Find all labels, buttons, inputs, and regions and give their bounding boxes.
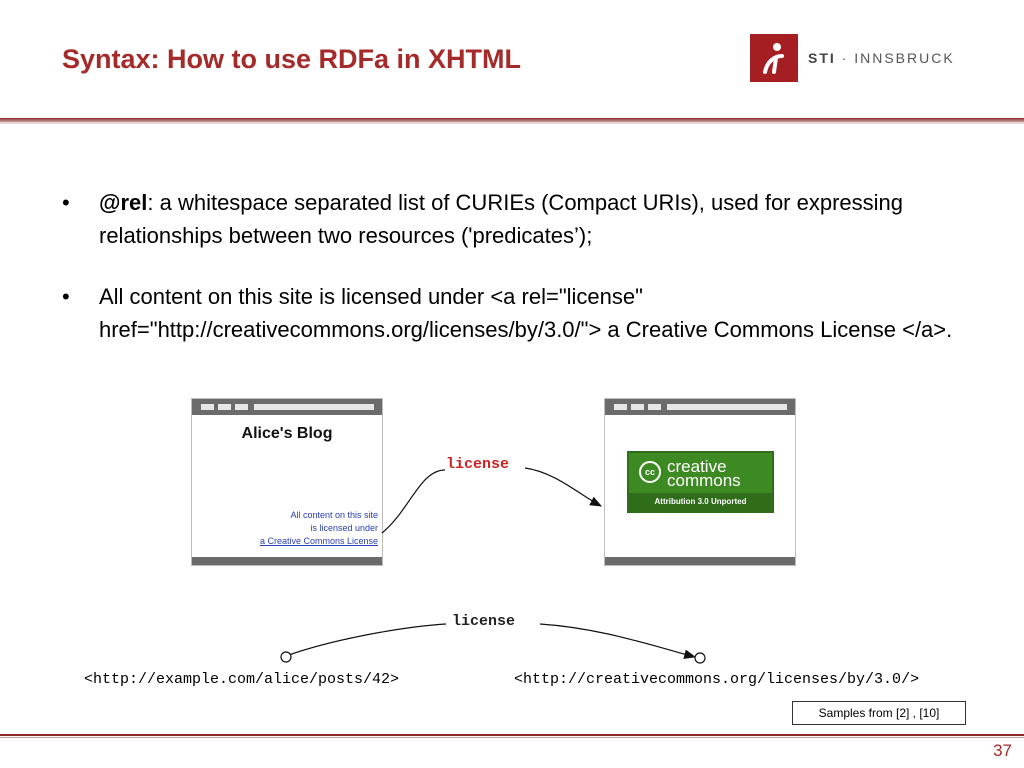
window-title-bar [605,399,795,415]
logo-name: INNSBRUCK [854,50,955,66]
window-button-icon [218,404,231,410]
creative-commons-badge: cc creative commons Attribution 3.0 Unpo… [627,451,774,513]
window-button-icon [648,404,661,410]
footer-divider [0,734,1024,736]
license-label-top: license [446,456,510,473]
sti-innsbruck-logo: STI · INNSBRUCK [750,34,955,82]
blog-note-line: is licensed under [310,523,378,533]
bullet-marker: • [62,190,70,215]
blog-to-license-curve [381,469,446,534]
blog-title: Alice's Blog [241,425,333,442]
window-button-icon [235,404,248,410]
license-to-cc-arrow [524,467,603,507]
label-to-object-arrow [539,623,697,659]
object-node-icon [694,652,706,664]
cc-browser-window: cc creative commons Attribution 3.0 Unpo… [604,398,796,566]
window-button-icon [201,404,214,410]
cc-word-creative: creative [667,457,727,476]
subject-node-icon [280,651,292,663]
address-bar [667,404,787,410]
footer-divider-light [0,737,1024,738]
window-status-bar [192,557,382,565]
blog-browser-window: Alice's Blog All content on this site is… [191,398,383,566]
slide-title: Syntax: How to use RDFa in XHTML [62,44,522,74]
blog-note-line: All content on this site [290,510,378,520]
cc-license-name: Attribution 3.0 Unported [629,493,772,511]
sti-logo-mark-icon [750,34,798,82]
bullet-item-rel: • @rel: a whitespace separated list of C… [62,186,962,252]
logo-separator: · [835,50,855,66]
subject-to-label-curve [285,623,447,657]
blog-license-link: a Creative Commons License [259,536,378,546]
subject-uri: <http://example.com/alice/posts/42> [84,671,400,688]
header-divider-shadow [0,122,1024,124]
cc-logo-icon: cc [639,461,661,483]
logo-wordmark: STI · INNSBRUCK [808,50,955,66]
cc-word-commons: commons [667,471,741,490]
bullet-text: : a whitespace separated list of CURIEs … [99,190,904,248]
blog-license-note: All content on this site is licensed und… [260,509,378,548]
page-number: 37 [993,741,1012,760]
bullet-list: • @rel: a whitespace separated list of C… [62,186,962,374]
bullet-text: All content on this site is licensed und… [99,284,953,342]
window-status-bar [605,557,795,565]
window-button-icon [631,404,644,410]
bullet-marker: • [62,284,70,309]
bullet-item-example: • All content on this site is licensed u… [62,280,962,346]
window-button-icon [614,404,627,410]
bullet-term: @rel [99,190,148,215]
window-title-bar [192,399,382,415]
license-label-bottom: license [452,613,516,630]
logo-brand: STI [808,50,836,66]
object-uri: <http://creativecommons.org/licenses/by/… [514,671,920,688]
header-divider [0,118,1024,122]
samples-citation: Samples from [2] , [10] [792,701,966,725]
address-bar [254,404,374,410]
